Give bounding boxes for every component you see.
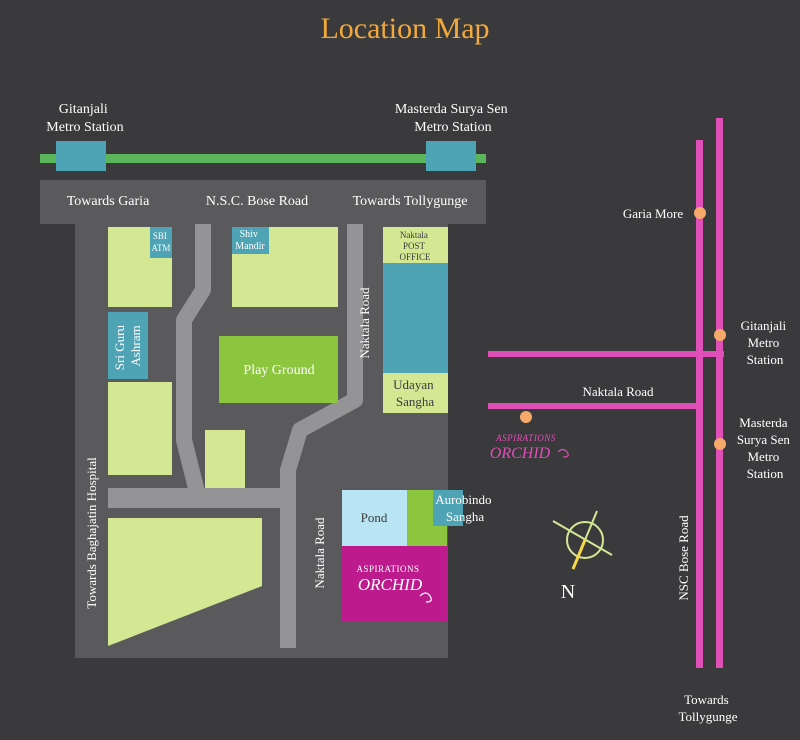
pond-block[interactable] — [342, 490, 407, 546]
inset-brand-name: ORCHID — [490, 445, 551, 462]
teal-column-block — [383, 263, 448, 373]
orchid-flower-icon — [419, 592, 432, 603]
aurobindo-sangha-label: Aurobindo Sangha — [435, 492, 495, 524]
sbi-atm-block[interactable] — [150, 227, 172, 258]
inset-flower-icon — [557, 448, 569, 458]
naktala-road-label-upper: Naktala Road — [357, 287, 372, 359]
naktala-road-inner — [280, 224, 363, 648]
gitanjali-station-label: Gitanjali Metro Station — [46, 102, 123, 135]
towards-tollygunge-label: Towards Tollygunge — [353, 194, 468, 209]
inset-brand-top: ASPIRATIONS — [495, 433, 556, 443]
metro-rail-line — [40, 154, 486, 163]
garia-more-marker[interactable] — [694, 207, 706, 219]
udayan-sangha-label: Udayan Sangha — [393, 377, 437, 409]
orchid-brand-top: ASPIRATIONS — [356, 564, 419, 574]
orchid-brand-name: ORCHID — [358, 575, 423, 594]
block-small — [205, 430, 245, 488]
playground-label: Play Ground — [243, 363, 314, 378]
inset-project-marker[interactable] — [520, 411, 532, 423]
udayan-sangha-block[interactable] — [383, 373, 448, 413]
map-title: Location Map — [320, 12, 489, 45]
sbi-atm-label: SBI ATM — [151, 231, 170, 253]
shiv-mandir-label: Shiv Mandir — [235, 229, 265, 252]
towards-garia-label: Towards Garia — [67, 194, 150, 209]
masterda-station-label: Masterda Surya Sen Metro Station — [395, 102, 511, 135]
inset-gitanjali-marker[interactable] — [714, 329, 726, 341]
inset-nsc-road-right — [716, 118, 723, 668]
shiv-mandir-block[interactable] — [232, 227, 269, 254]
playground-block[interactable] — [219, 336, 338, 403]
masterda-station-block[interactable] — [426, 141, 476, 171]
block-southwest — [108, 518, 262, 646]
sri-guru-ashram-block[interactable] — [108, 312, 148, 379]
naktala-road-label-lower: Naktala Road — [312, 517, 327, 589]
pond-label: Pond — [361, 510, 388, 525]
aurobindo-sangha-block[interactable] — [433, 490, 463, 526]
inner-road-cross — [108, 488, 288, 508]
nsc-bose-road — [40, 180, 486, 224]
post-office-label: Naktala POST OFFICE — [399, 230, 431, 262]
inset-naktala-label: Naktala Road — [582, 384, 654, 399]
inset-road-upper — [488, 351, 724, 357]
inset-masterda-label: Masterda Surya Sen Metro Station — [737, 415, 793, 481]
compass-north-label: N — [561, 581, 575, 603]
baghajatin-road-label: Towards Baghajatin Hospital — [84, 457, 99, 609]
sri-guru-ashram-label: Sri Guru Ashram — [112, 322, 143, 370]
garia-more-label: Garia More — [623, 206, 684, 221]
gitanjali-station-block[interactable] — [56, 141, 106, 171]
inset-nsc-bose-label: NSC Bose Road — [676, 515, 691, 601]
compass-icon — [552, 510, 613, 570]
inset-gitanjali-label: Gitanjali Metro Station — [741, 318, 790, 367]
nsc-bose-road-label: N.S.C. Bose Road — [206, 194, 308, 209]
orchid-project-block[interactable] — [342, 546, 447, 622]
inset-masterda-marker[interactable] — [714, 438, 726, 450]
block-west-middle — [108, 382, 172, 475]
inset-naktala-road — [488, 403, 700, 409]
post-office-block[interactable] — [383, 227, 448, 263]
inner-road-west — [176, 224, 211, 494]
inset-towards-tollygunge-label: Towards Tollygunge — [678, 692, 737, 724]
